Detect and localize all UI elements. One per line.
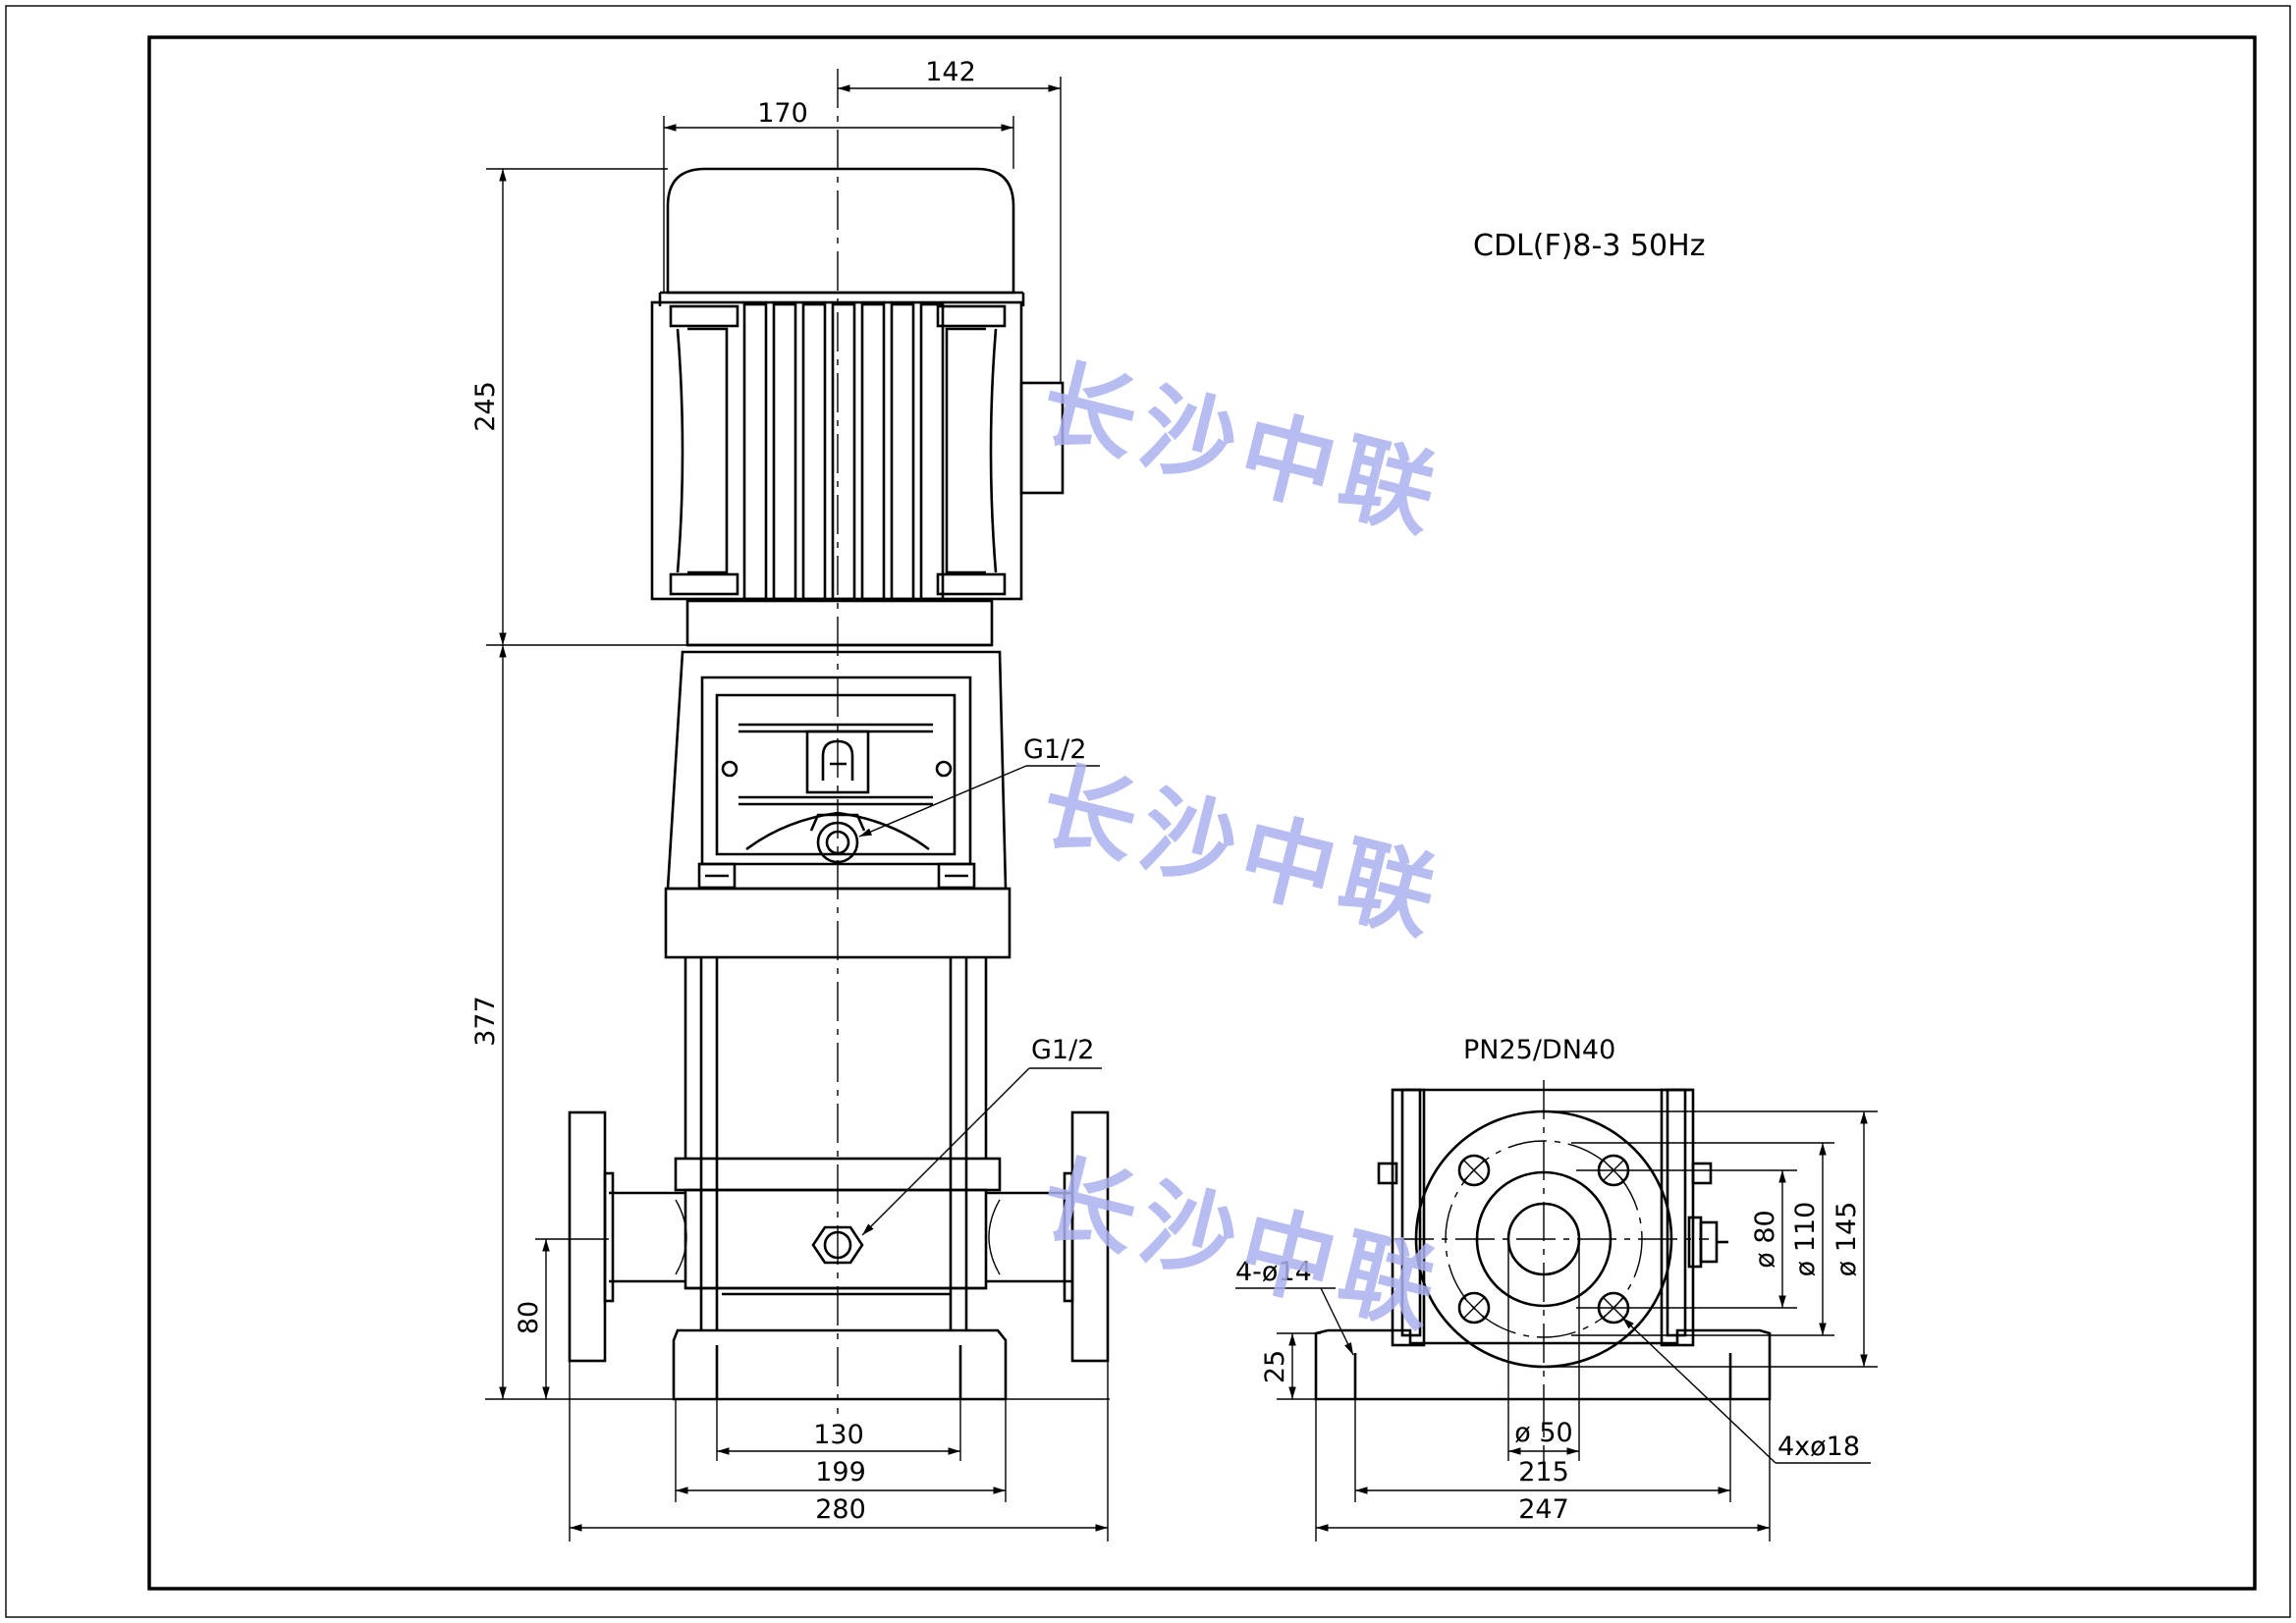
watermark-2: 长沙中联 <box>1030 750 1453 955</box>
svg-text:ø 110: ø 110 <box>1790 1202 1821 1277</box>
label-g12-upper: G1/2 <box>858 734 1100 838</box>
svg-text:280: 280 <box>815 1494 866 1525</box>
brand-logo <box>805 730 870 794</box>
tie-rods <box>683 957 988 1330</box>
flange-raised-face <box>1475 1170 1613 1308</box>
svg-text:25: 25 <box>1260 1350 1290 1383</box>
motor-body <box>650 300 1023 601</box>
svg-text:ø 145: ø 145 <box>1831 1202 1862 1277</box>
motor-fins <box>742 302 945 601</box>
dim-142: 142 <box>838 57 1062 383</box>
dim-phi50: ø 50 <box>1507 1239 1580 1461</box>
watermarks: 长沙中联 长沙中联 长沙中联 <box>1030 348 1453 1348</box>
dim-247: 247 <box>1315 1399 1771 1542</box>
upper-port <box>816 821 859 864</box>
svg-text:G1/2: G1/2 <box>1023 734 1086 765</box>
pump-head <box>664 887 1011 959</box>
svg-text:4-ø14: 4-ø14 <box>1235 1257 1312 1287</box>
svg-text:247: 247 <box>1518 1494 1569 1525</box>
svg-text:170: 170 <box>757 98 808 129</box>
inlet-flange <box>568 1110 607 1363</box>
dim-phi110: ø 110 <box>1571 1142 1834 1336</box>
svg-text:G1/2: G1/2 <box>1031 1035 1094 1065</box>
model-title: CDL(F)8-3 50Hz <box>1473 229 1705 263</box>
motor-cap <box>666 167 1015 295</box>
side-view: PN25/DN40 <box>1235 1035 1878 1542</box>
label-g12-lower: G1/2 <box>861 1035 1102 1236</box>
dim-280: 280 <box>569 1361 1109 1542</box>
dim-25: 25 <box>1260 1332 1321 1400</box>
dim-199: 199 <box>675 1399 1007 1502</box>
motor-flange <box>685 599 994 647</box>
dim-phi80: ø 80 <box>1576 1169 1797 1309</box>
svg-text:4xø18: 4xø18 <box>1777 1432 1860 1462</box>
svg-text:ø 80: ø 80 <box>1750 1210 1780 1268</box>
flange-bolt-circle <box>1445 1140 1643 1338</box>
svg-text:ø 50: ø 50 <box>1514 1418 1572 1448</box>
label-holes-base: 4-ø14 <box>1235 1257 1354 1356</box>
drawing-frame <box>147 35 2257 1591</box>
sheet-border <box>5 5 2291 1618</box>
watermark-3: 长沙中联 <box>1030 1143 1453 1348</box>
dim-377: 377 <box>470 645 507 1399</box>
dim-phi145: ø 145 <box>1544 1110 1878 1368</box>
flange-spec-label: PN25/DN40 <box>1463 1035 1615 1065</box>
svg-text:245: 245 <box>470 381 501 432</box>
svg-text:142: 142 <box>925 57 976 87</box>
watermark-1: 长沙中联 <box>1030 348 1453 553</box>
svg-text:215: 215 <box>1518 1457 1569 1488</box>
svg-text:130: 130 <box>813 1420 864 1450</box>
dim-80: 80 <box>514 1238 609 1399</box>
side-base <box>1314 1328 1772 1401</box>
pump-base <box>672 1328 1008 1401</box>
dim-170: 170 <box>663 98 1014 293</box>
svg-text:80: 80 <box>514 1301 544 1334</box>
terminal-box <box>1019 381 1065 495</box>
dim-245: 245 <box>470 168 687 646</box>
svg-text:377: 377 <box>470 996 501 1047</box>
svg-text:199: 199 <box>815 1457 866 1488</box>
dim-215: 215 <box>1354 1399 1731 1502</box>
label-holes-flange: 4xø18 <box>1621 1317 1871 1464</box>
lower-port <box>811 1225 864 1265</box>
dim-130: 130 <box>716 1399 961 1461</box>
front-view: 142 170 245 377 80 <box>470 57 1110 1542</box>
